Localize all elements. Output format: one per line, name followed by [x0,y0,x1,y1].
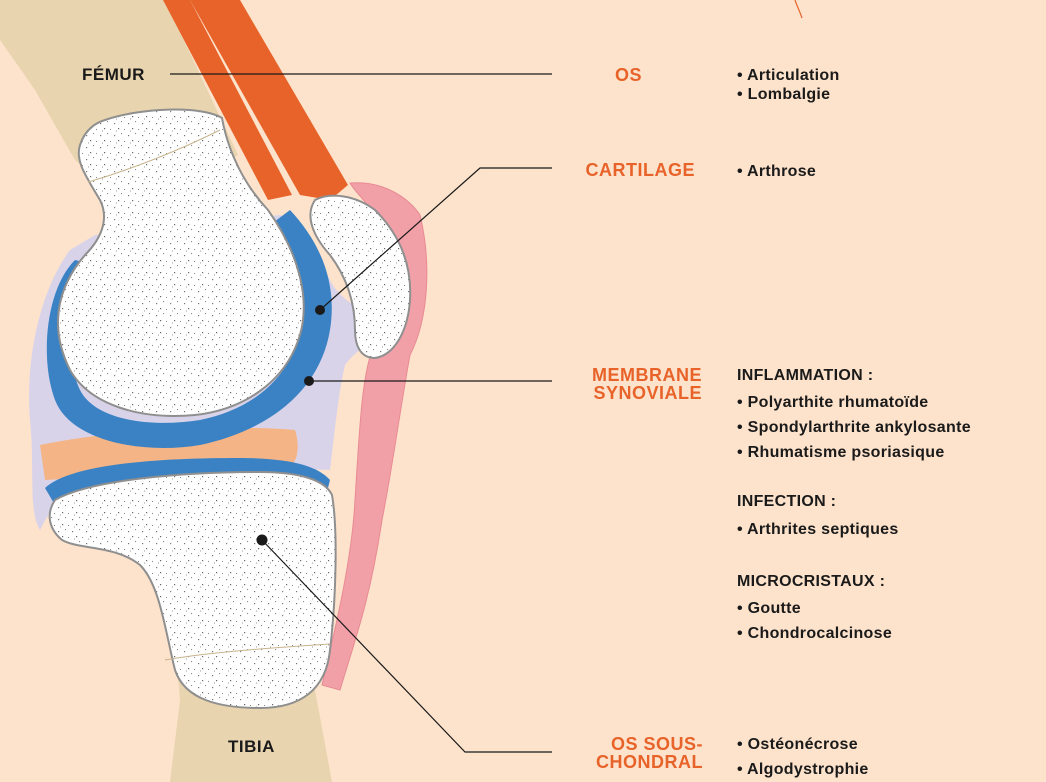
group-title-infection: INFECTION : [737,492,836,511]
marker-subchondral [257,535,268,546]
marker-cartilage [315,305,325,315]
category-membrane-line-1: MEMBRANE [592,366,702,384]
category-subchondral-line-1: OS SOUS- [596,735,703,753]
marker-membrane [304,376,314,386]
list-item: • Polyarthite rhumatoïde [737,393,971,412]
subchondral-items: • Ostéonécrose • Algodystrophie [737,735,869,779]
os-items: • Articulation • Lombalgie [737,66,840,104]
inflammation-items: • Polyarthite rhumatoïde • Spondylarthri… [737,393,971,462]
list-item: • Lombalgie [737,85,840,104]
category-os-line-1: OS [615,66,642,84]
group-title-microcristaux: MICROCRISTAUX : [737,572,885,591]
list-item: • Spondylarthrite ankylosante [737,418,971,437]
tibia-label: TIBIA [228,737,275,757]
list-item: • Articulation [737,66,840,85]
category-os-sous-chondral: OS SOUS- CHONDRAL [596,735,703,771]
cartilage-items: • Arthrose [737,162,816,181]
infection-items: • Arthrites septiques [737,520,899,539]
tibia-head [50,472,336,708]
category-cartilage: CARTILAGE [586,161,696,179]
list-item: • Algodystrophie [737,760,869,779]
category-membrane-line-2: SYNOVIALE [592,384,702,402]
list-item: • Chondrocalcinose [737,624,892,643]
list-item: • Ostéonécrose [737,735,869,754]
list-item: • Rhumatisme psoriasique [737,443,971,462]
group-title-inflammation: INFLAMMATION : [737,366,873,385]
list-item: • Arthrites septiques [737,520,899,539]
list-item: • Arthrose [737,162,816,181]
category-membrane-synoviale: MEMBRANE SYNOVIALE [592,366,702,402]
list-item: • Goutte [737,599,892,618]
femur-label: FÉMUR [82,65,145,85]
microcristaux-items: • Goutte • Chondrocalcinose [737,599,892,643]
decorative-curve [795,0,802,18]
category-subchondral-line-2: CHONDRAL [596,753,703,771]
category-cartilage-line-1: CARTILAGE [586,161,696,179]
category-os: OS [615,66,642,84]
